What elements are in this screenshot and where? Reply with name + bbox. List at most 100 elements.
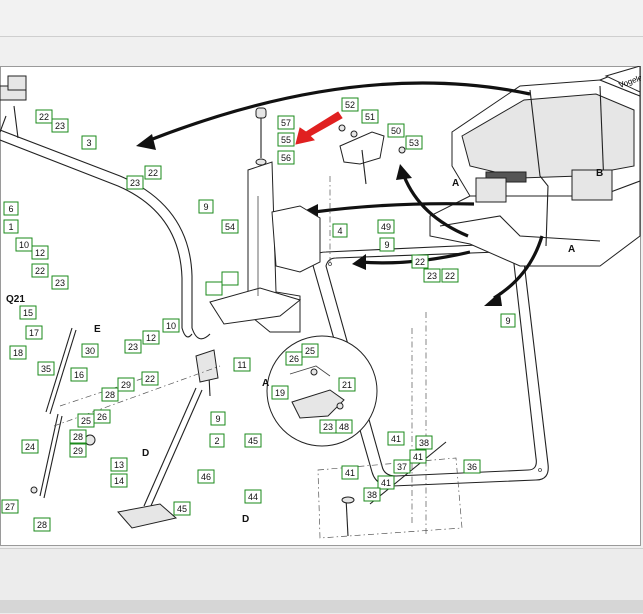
highlight-arrow <box>295 111 343 145</box>
callout-13: 13 <box>110 457 128 472</box>
callout-38a: 41 <box>387 431 405 446</box>
assembly-arrows <box>136 81 544 306</box>
svg-text:9: 9 <box>215 414 220 424</box>
svg-text:10: 10 <box>19 240 29 250</box>
callout-20b: 22 <box>144 165 162 180</box>
callout-1: 1 <box>3 219 19 234</box>
callout-22a: 23 <box>51 118 69 133</box>
svg-text:10: 10 <box>166 321 176 331</box>
svg-text:22: 22 <box>39 112 49 122</box>
svg-text:12: 12 <box>146 333 156 343</box>
callout-9a: 9 <box>198 199 214 214</box>
callout-10b: 10 <box>162 318 180 333</box>
callout-38b: 41 <box>409 449 427 464</box>
callout-54: 56 <box>277 150 295 165</box>
svg-text:50: 50 <box>391 126 401 136</box>
svg-text:27: 27 <box>5 502 15 512</box>
svg-text:26: 26 <box>97 412 107 422</box>
svg-text:25: 25 <box>81 416 91 426</box>
callout-44a: 45 <box>244 433 262 448</box>
callout-10a: 10 <box>15 237 33 252</box>
callout-26: 27 <box>1 499 19 514</box>
callout-25a: 26 <box>93 409 111 424</box>
svg-text:56: 56 <box>281 153 291 163</box>
svg-text:14: 14 <box>114 476 124 486</box>
svg-text:3: 3 <box>86 138 91 148</box>
svg-text:23: 23 <box>427 271 437 281</box>
callout-14: 14 <box>110 473 128 488</box>
svg-text:41: 41 <box>345 468 355 478</box>
svg-text:37: 37 <box>397 462 407 472</box>
callout-21: 21 <box>338 377 356 392</box>
svg-text:36: 36 <box>467 462 477 472</box>
callout-45: 46 <box>197 469 215 484</box>
callout-15: 15 <box>19 305 37 320</box>
svg-text:30: 30 <box>85 346 95 356</box>
exploded-parts-diagram: Vogele <box>0 66 641 539</box>
operator-cab: Vogele <box>429 66 641 267</box>
svg-text:35: 35 <box>41 364 51 374</box>
svg-text:38: 38 <box>419 438 429 448</box>
label-d-strut: D <box>142 448 149 459</box>
label-q21: Q21 <box>6 294 25 305</box>
svg-text:54: 54 <box>225 222 235 232</box>
svg-text:49: 49 <box>381 222 391 232</box>
callout-28b: 29 <box>69 443 87 458</box>
callout-20f: 22 <box>141 371 159 386</box>
callout-46: 48 <box>335 419 353 434</box>
label-a-cab: A <box>452 178 459 189</box>
callout-50: 52 <box>341 97 359 112</box>
callout-12a: 12 <box>31 245 49 260</box>
callout-30: 35 <box>37 361 55 376</box>
callout-16: 16 <box>70 367 88 382</box>
callout-22c: 23 <box>423 268 441 283</box>
svg-text:28: 28 <box>73 432 83 442</box>
svg-text:22: 22 <box>415 257 425 267</box>
svg-text:19: 19 <box>275 388 285 398</box>
callout-35: 36 <box>463 459 481 474</box>
callout-44b: 45 <box>173 501 191 516</box>
svg-text:18: 18 <box>13 348 23 358</box>
label-d-lower: D <box>242 514 249 525</box>
svg-text:26: 26 <box>289 354 299 364</box>
callout-52: 54 <box>221 219 239 234</box>
svg-text:41: 41 <box>391 434 401 444</box>
callout-23: 24 <box>21 439 39 454</box>
callout-11: 11 <box>233 357 251 372</box>
callout-27c: 28 <box>33 517 51 532</box>
bottom-scroll-strip <box>0 600 643 613</box>
callout-48: 50 <box>387 123 405 138</box>
label-a-detail: A <box>262 378 269 389</box>
svg-text:1: 1 <box>8 222 13 232</box>
mount-bracket <box>209 107 321 333</box>
hinge-bracket-48 <box>338 124 406 185</box>
callout-28a: 29 <box>117 377 135 392</box>
svg-text:17: 17 <box>29 328 39 338</box>
svg-text:29: 29 <box>121 380 131 390</box>
svg-text:46: 46 <box>201 472 211 482</box>
callout-4: 4 <box>332 223 348 238</box>
callout-22d: 23 <box>51 275 69 290</box>
callout-27a: 28 <box>101 387 119 402</box>
svg-text:23: 23 <box>130 178 140 188</box>
svg-text:38: 38 <box>367 490 377 500</box>
callout-37a: 38 <box>415 435 433 450</box>
callout-19: 19 <box>271 385 289 400</box>
callout-36: 37 <box>393 459 411 474</box>
callout-22b: 23 <box>126 175 144 190</box>
callout-20d: 22 <box>441 268 459 283</box>
top-toolbar-band <box>0 0 643 37</box>
svg-text:22: 22 <box>35 266 45 276</box>
svg-text:25: 25 <box>305 346 315 356</box>
svg-text:44: 44 <box>248 492 258 502</box>
callout-57 <box>205 281 223 296</box>
svg-text:6: 6 <box>8 204 13 214</box>
svg-text:15: 15 <box>23 308 33 318</box>
svg-text:9: 9 <box>505 316 510 326</box>
gas-struts <box>30 327 219 529</box>
svg-text:21: 21 <box>342 380 352 390</box>
callout-20e: 22 <box>31 263 49 278</box>
label-a-cab-lower: A <box>568 244 575 255</box>
svg-text:13: 13 <box>114 460 124 470</box>
svg-text:23: 23 <box>55 278 65 288</box>
